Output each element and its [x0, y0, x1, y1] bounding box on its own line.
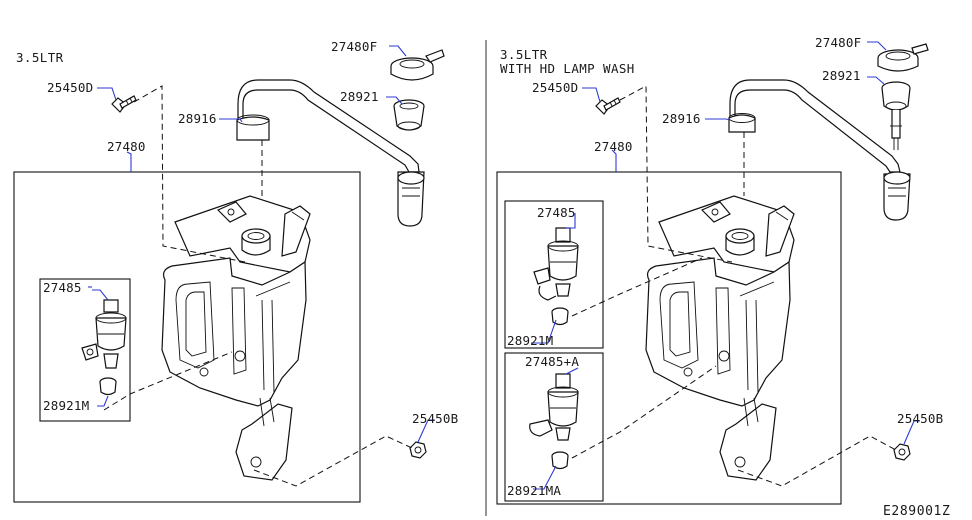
- label-right-28921: 28921: [822, 68, 861, 83]
- right-pump-a: [529, 373, 579, 441]
- left-pump-frame: [39, 278, 131, 422]
- right-panel-header-line2: WITH HD LAMP WASH: [500, 61, 635, 76]
- right-tank: [645, 195, 795, 481]
- left-tank-frame: [13, 171, 361, 503]
- label-right-25450B: 25450B: [897, 411, 943, 426]
- right-tank-frame: [496, 171, 842, 505]
- right-filler-seal: [881, 81, 911, 150]
- label-left-27480F: 27480F: [331, 39, 377, 54]
- right-pump-frame: [504, 200, 604, 349]
- label-left-25450B: 25450B: [412, 411, 458, 426]
- right-nut: [893, 443, 911, 461]
- label-right-27485A: 27485+A: [525, 354, 579, 369]
- left-cap: [390, 49, 445, 81]
- right-cap: [877, 43, 929, 72]
- label-left-28921: 28921: [340, 89, 379, 104]
- right-pump-a-frame: [504, 352, 604, 502]
- label-left-27480: 27480: [107, 139, 146, 154]
- label-right-27480: 27480: [594, 139, 633, 154]
- right-tube: [728, 79, 911, 221]
- label-left-25450D: 25450D: [47, 80, 93, 95]
- right-panel-header-line1: 3.5LTR: [500, 47, 548, 62]
- left-nut: [409, 441, 427, 459]
- left-tube: [236, 79, 425, 227]
- left-pump-seal: [99, 377, 117, 396]
- label-right-27480F: 27480F: [815, 35, 861, 50]
- label-left-28921M: 28921M: [43, 398, 89, 413]
- diagram-code: E289001Z: [883, 504, 950, 519]
- label-right-28921MA: 28921MA: [507, 483, 561, 498]
- label-right-25450D: 25450D: [532, 80, 578, 95]
- left-panel: 3.5LTR: [13, 39, 458, 503]
- right-pump: [533, 227, 579, 301]
- left-tank: [161, 195, 311, 481]
- left-filler-seal: [393, 99, 425, 131]
- right-pump-a-seal: [551, 451, 569, 470]
- right-panel: 3.5LTR WITH HD LAMP WASH: [496, 35, 943, 505]
- label-right-28921M: 28921M: [507, 333, 553, 348]
- right-bolt: [595, 97, 621, 115]
- right-pump-seal: [551, 307, 569, 326]
- left-panel-header: 3.5LTR: [16, 50, 64, 65]
- label-left-27485: 27485: [43, 280, 82, 295]
- left-pump: [81, 299, 127, 369]
- label-right-28916: 28916: [662, 111, 701, 126]
- label-left-28916: 28916: [178, 111, 217, 126]
- label-right-27485: 27485: [537, 205, 576, 220]
